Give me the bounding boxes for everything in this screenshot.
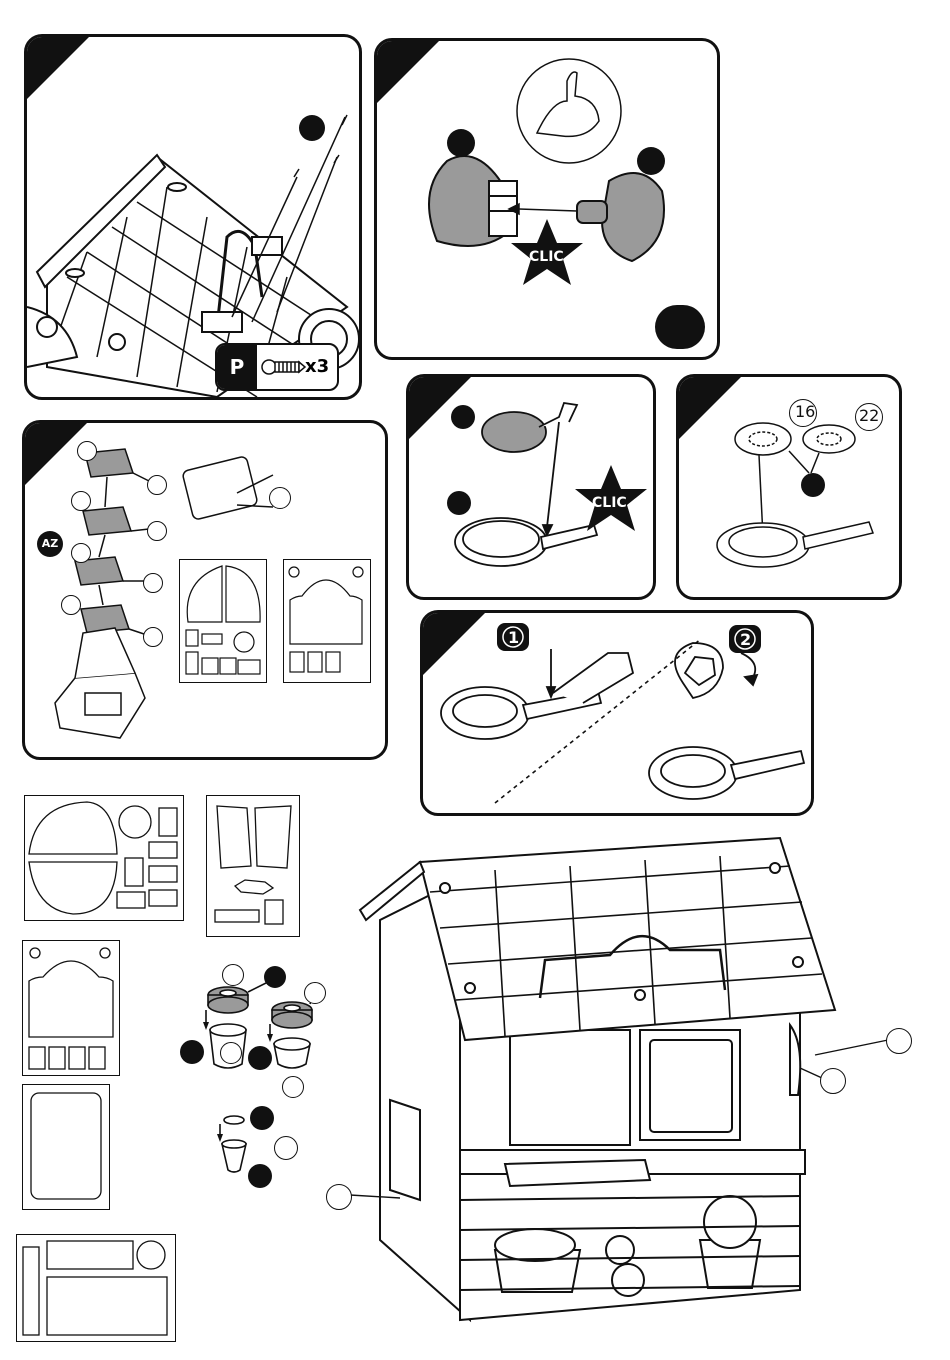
sticker-sheet [24,795,184,921]
panel-sticker-application: AZ [22,420,388,760]
panel-roof-screws: P x3 [24,34,362,400]
part-callout [274,1136,298,1160]
part-callout [147,475,167,495]
part-callout [820,1068,846,1094]
callout-dot [447,129,475,157]
knob-cap [429,156,517,246]
part-callout [282,1076,304,1098]
part-callout [220,1042,242,1064]
callout-dot [248,1046,272,1070]
sticker-sheet [179,559,267,683]
part-callout [147,521,167,541]
step-number-2: 2 [740,630,751,649]
clic-star: CLIC [511,219,583,285]
part-callout [77,441,97,461]
panel-pan-sticker-steps: 1 2 [420,610,814,816]
step-number-1: 1 [508,628,519,647]
part-ref-circle [855,403,883,431]
screw-count: x3 [305,345,329,389]
callout-dot [299,115,325,141]
sticker-sheet [16,1234,176,1342]
part-callout [143,627,163,647]
part-callout [71,491,91,511]
step-marker [655,305,705,349]
part-callout [304,982,326,1004]
clic-star: CLIC [575,465,647,531]
callout-dot [637,147,665,175]
knob-shaft [577,173,664,261]
muscle-arm-icon [517,59,621,163]
part-callout [61,595,81,615]
part-callout [886,1028,912,1054]
callout-dot [447,491,471,515]
sticker-sheet [283,559,371,683]
callout-dot [180,1040,204,1064]
part-callout [222,964,244,986]
panel-pan-stickers: 16 22 [676,374,902,600]
sticker-sheet [206,795,300,937]
callout-dot [451,405,475,429]
part-ref-circle [789,399,817,427]
part-callout [143,573,163,593]
panel-pan-clic: CLIC [406,374,656,600]
callout-dot [264,966,286,988]
part-callout [71,543,91,563]
screw-badge: P x3 [215,343,339,391]
sticker-sheet [22,1084,110,1210]
clic-label-knob: CLIC [529,249,564,265]
callout-dot [248,1164,272,1188]
sticker-sheet [22,940,120,1076]
step-badge-2: 2 [729,625,761,653]
callout-dot [801,473,825,497]
part-callout [326,1184,352,1210]
clic-label-pan: CLIC [592,495,627,511]
step-badge-1: 1 [497,623,529,651]
callout-dot [250,1106,274,1130]
sticker-badge: AZ [37,531,63,557]
panel-knob-assembly: CLIC [374,38,720,360]
part-callout [269,487,291,509]
